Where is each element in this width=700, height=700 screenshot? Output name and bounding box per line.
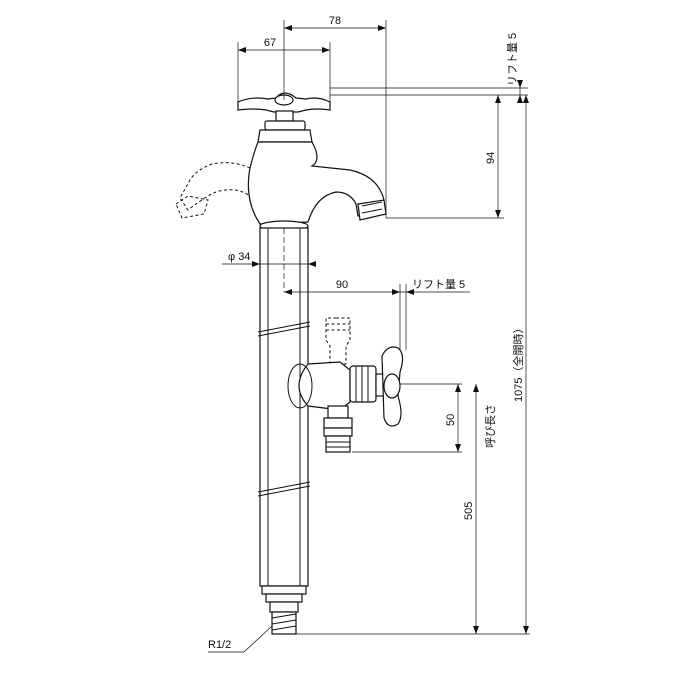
faucet-body [247, 141, 387, 232]
dim-top-lift: リフト量 5 [506, 33, 519, 86]
dim-side-lift: リフト量 5 [412, 278, 465, 291]
dimension-lines [208, 20, 530, 653]
side-valve [287, 317, 404, 453]
dim-nominal-length-value: 505 [463, 502, 475, 520]
dimension-arrows [238, 25, 529, 634]
dim-total-height: 1075（全開時） [511, 323, 525, 402]
dim-top-width: 78 [329, 15, 341, 27]
top-handle [237, 92, 331, 149]
dim-pipe-diameter: φ 34 [228, 251, 250, 263]
spout-rotated-outline [175, 162, 251, 219]
dim-side-offset: 90 [336, 279, 348, 291]
dim-spout-height: 94 [485, 152, 497, 164]
dim-nominal-length-label: 呼び長さ [484, 404, 497, 448]
standpipe [257, 227, 311, 635]
dim-thread: R1/2 [208, 639, 231, 651]
dim-handle-width: 67 [264, 37, 276, 49]
dim-side-valve-height: 50 [445, 414, 457, 426]
